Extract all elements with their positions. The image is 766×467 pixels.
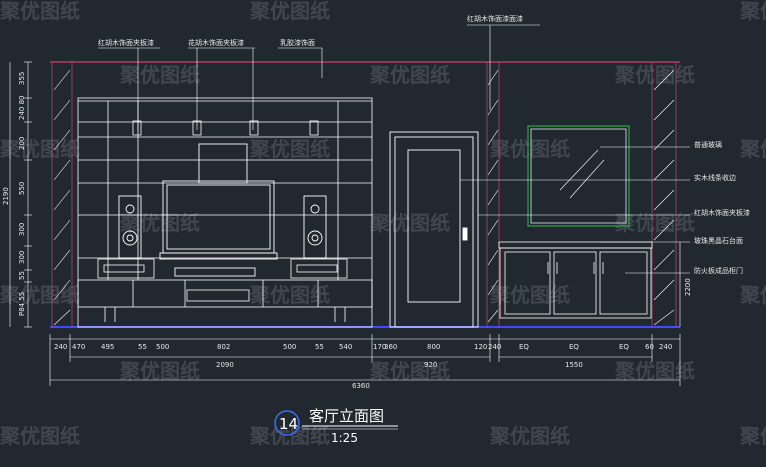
dimension-text: EQ (569, 343, 579, 351)
dimension-text: 300 (18, 223, 26, 236)
dimension-text: P84 55 (18, 292, 26, 316)
left-dimension-chain (9, 61, 32, 328)
dimension-text: EQ (519, 343, 529, 351)
title-circle (274, 410, 300, 436)
watermark-text: 聚优图纸 (614, 359, 695, 383)
left-wall-section (51, 62, 73, 327)
dimension-text: 500 (283, 343, 296, 351)
dimension-text: 540 (339, 343, 352, 351)
dimension-text: 355 (18, 72, 26, 85)
dimension-text: 802 (217, 343, 230, 351)
dimension-text: 240 (54, 343, 67, 351)
right-wall-section (651, 62, 677, 327)
dimension-total-left: 2190 (2, 187, 10, 205)
dimension-text: 120 (474, 343, 487, 351)
dimension-text: 240 (659, 343, 672, 351)
watermark-text: 聚优图纸 (0, 283, 80, 307)
watermark-text: 聚优图纸 (739, 283, 766, 307)
right-speaker (303, 195, 327, 259)
watermark-text: 聚优图纸 (489, 137, 570, 161)
drawing-number: 14 (279, 415, 298, 433)
tv-set (159, 143, 278, 277)
watermark-text: 聚优图纸 (0, 424, 80, 448)
decorative-ornaments (132, 120, 319, 136)
dimension-text: 360 (384, 343, 397, 351)
middle-wall-section (486, 62, 500, 327)
watermark-text: 聚优图纸 (369, 211, 450, 235)
dimension-text: 240 (488, 343, 501, 351)
door (389, 131, 479, 328)
dimension-text: 470 (72, 343, 85, 351)
dimension-text: 55 (18, 271, 26, 280)
watermark-text: 聚优图纸 (119, 63, 200, 87)
dimension-text: 550 (18, 182, 26, 195)
watermark-text: 聚优图纸 (489, 283, 570, 307)
annotation-label: 玻珠黑晶石台面 (694, 236, 743, 245)
left-speaker (118, 195, 142, 259)
dimension-text: 2200 (684, 278, 692, 296)
watermark-text: 聚优图纸 (0, 137, 80, 161)
dimension-text: 300 (18, 251, 26, 264)
watermark-text: 聚优图纸 (369, 63, 450, 87)
watermark-text: 聚优图纸 (249, 283, 330, 307)
annotation-label: 红胡木饰面漆面漆 (467, 14, 523, 23)
annotation-label: 花胡木饰面夹板漆 (188, 38, 244, 47)
dimension-text: 1550 (565, 361, 583, 369)
dimension-text: 55 (138, 343, 147, 351)
glass-panel (527, 125, 630, 227)
dimension-total: 6360 (352, 382, 370, 390)
dimension-text: 495 (101, 343, 114, 351)
dimension-text: EQ (619, 343, 629, 351)
watermark-text: 聚优图纸 (249, 0, 330, 23)
annotation-label: 防火板成品柜门 (694, 266, 743, 275)
dimension-text: 2090 (216, 361, 234, 369)
watermark-text: 聚优图纸 (614, 63, 695, 87)
tv-cabinet (77, 279, 373, 322)
watermark-text: 聚优图纸 (0, 0, 80, 23)
drawing-title: 14 客厅立面图 1:25 (274, 407, 398, 445)
watermark-text: 聚优图纸 (489, 424, 570, 448)
annotation-label: 红胡木饰面夹板漆 (694, 208, 750, 217)
dimension-text: 800 (427, 343, 440, 351)
dimension-text: 500 (156, 343, 169, 351)
watermark-text: 聚优图纸 (369, 359, 450, 383)
dimension-text: 200 (18, 137, 26, 150)
watermark-text: 聚优图纸 (739, 0, 766, 23)
dimension-text: 55 (315, 343, 324, 351)
dimension-text: 920 (424, 361, 437, 369)
watermark-text: 聚优图纸 (249, 424, 330, 448)
dimension-text: 240 80 (18, 96, 26, 121)
amplifiers (97, 258, 348, 279)
dimension-text: 60 (645, 343, 654, 351)
bottom-dimension-chain (49, 334, 681, 386)
drawing-scale: 1:25 (331, 431, 358, 445)
watermarks: 聚优图纸 聚优图纸 聚优图纸 聚优图纸 聚优图纸 聚优图纸 聚优图纸 聚优图纸 … (0, 0, 766, 448)
annotation-label: 红胡木饰面夹板漆 (98, 38, 154, 47)
watermark-text: 聚优图纸 (119, 359, 200, 383)
leader-lines (98, 24, 690, 274)
dimension-text: 170 (373, 343, 386, 351)
annotation-label: 实木线条收边 (694, 173, 736, 182)
annotation-label: 乳胶漆饰面 (280, 38, 315, 47)
annotation-label: 普通玻璃 (694, 140, 722, 149)
watermark-text: 聚优图纸 (739, 137, 766, 161)
watermark-text: 聚优图纸 (249, 137, 330, 161)
sideboard-cabinet (498, 241, 653, 319)
drawing-name: 客厅立面图 (309, 407, 384, 425)
watermark-text: 聚优图纸 (739, 424, 766, 448)
